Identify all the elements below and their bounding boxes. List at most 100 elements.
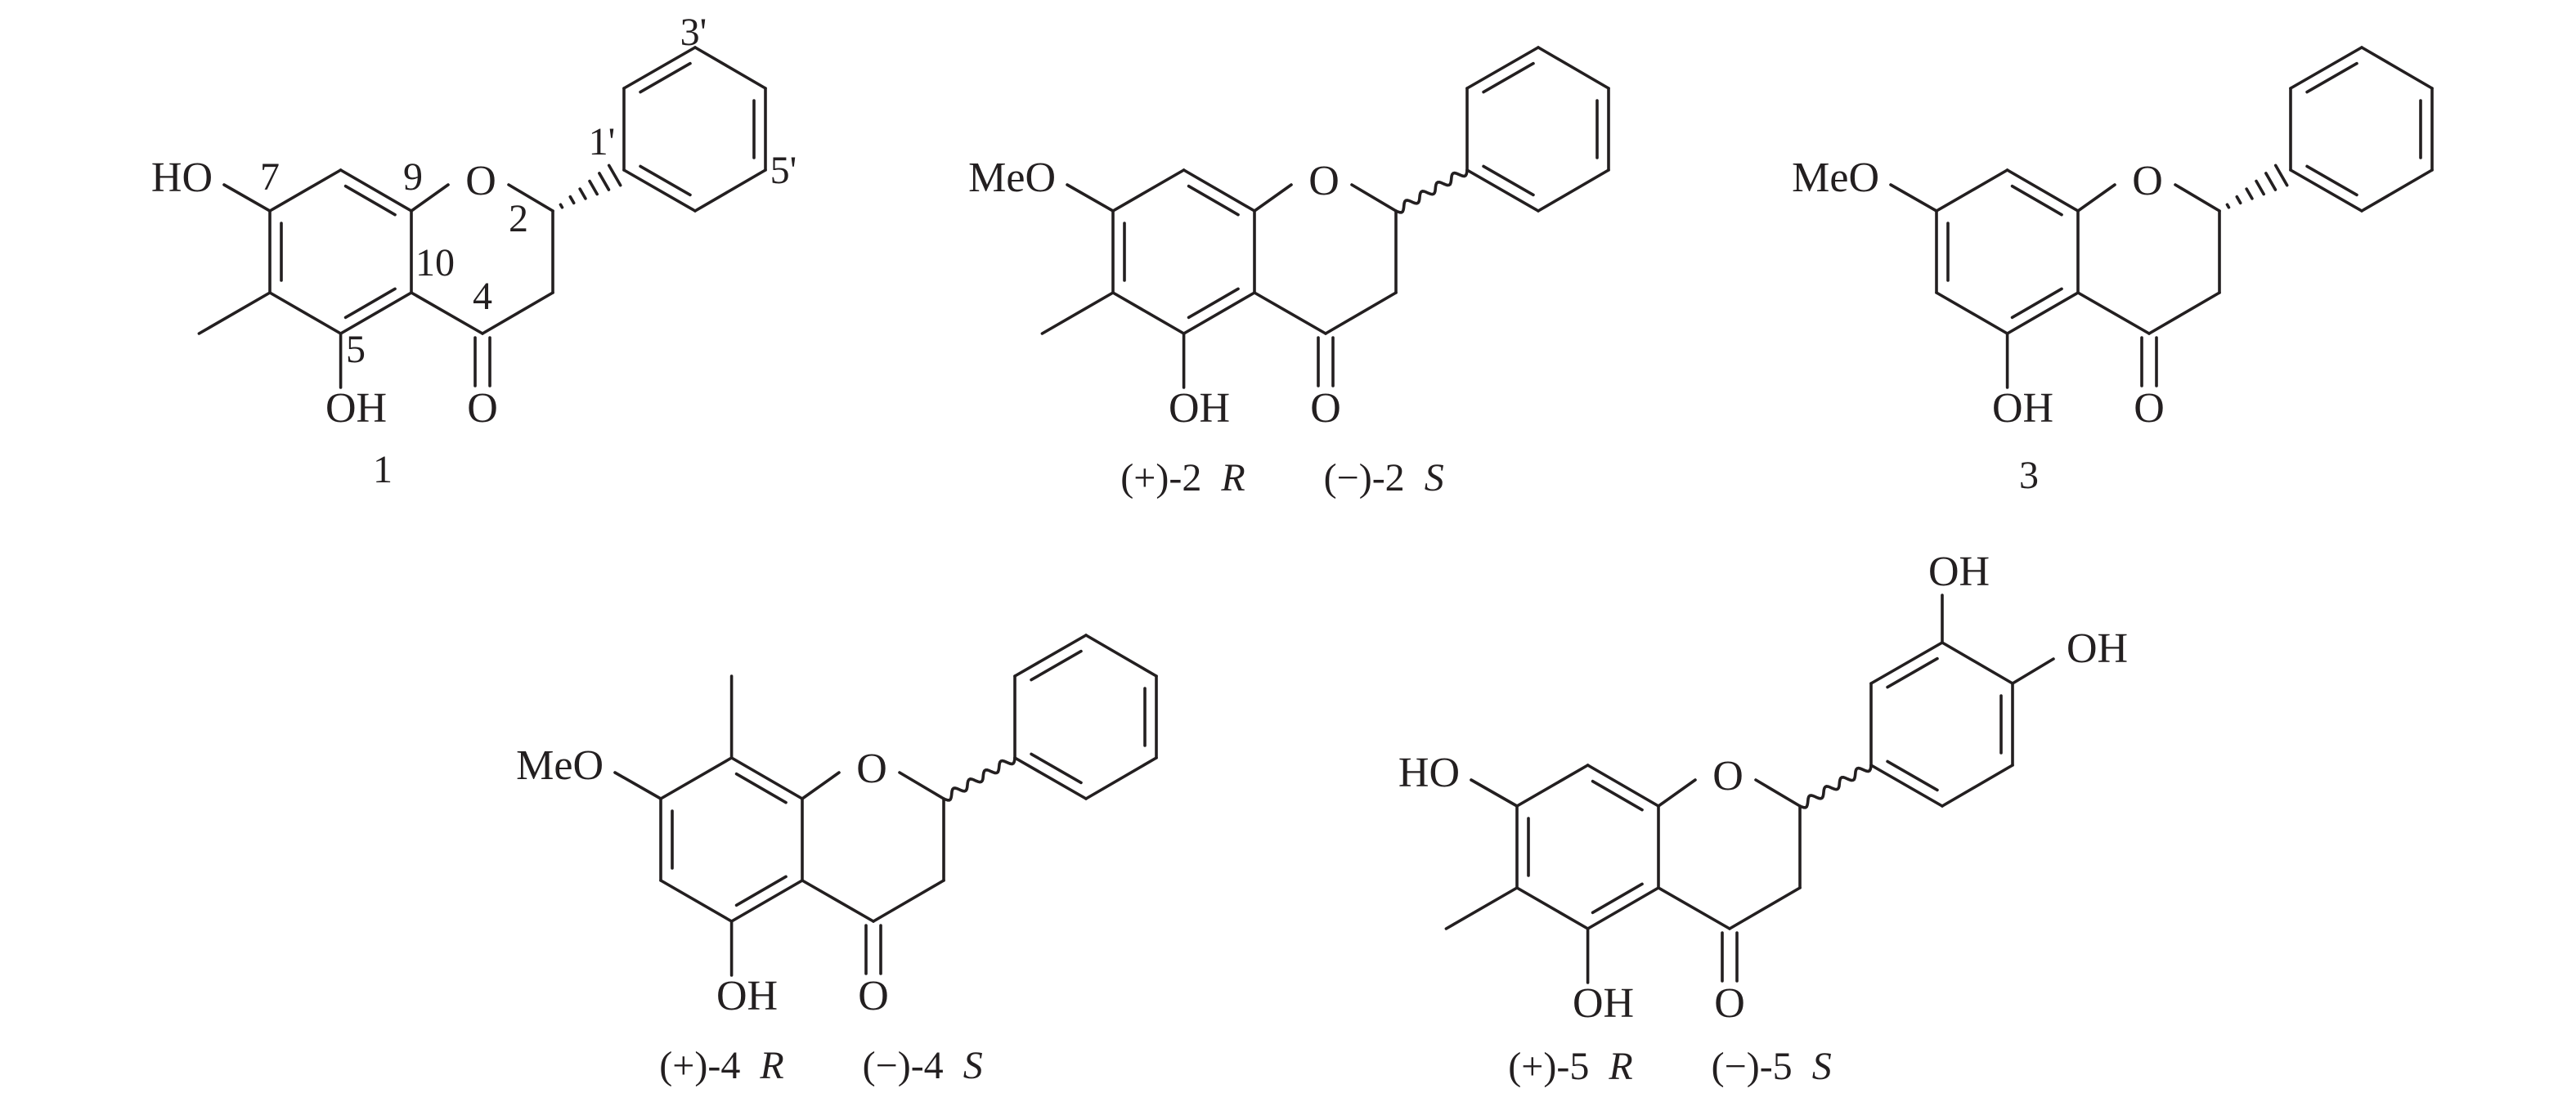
bond (1465, 46, 1540, 90)
compound-label-part: S (1405, 456, 1444, 499)
substituent-7-label: MeO (968, 155, 1056, 201)
hashed-wedge-line (2225, 203, 2231, 209)
bond (339, 291, 413, 335)
bond (693, 168, 767, 213)
hashed-wedge-line (568, 195, 576, 205)
bond (1350, 183, 1398, 213)
ring-oxygen-label: O (465, 158, 496, 204)
atom-number-10: 10 (415, 241, 455, 284)
double-bond-inner-line (639, 61, 692, 94)
bond (659, 879, 734, 923)
hydroxyl-5-label: OH (1573, 980, 1634, 1027)
bond (1728, 886, 1802, 930)
compound-label-part: 3 (2019, 454, 2039, 497)
bond (898, 771, 945, 800)
bond (2011, 657, 2055, 685)
compound-label: (+)-5 R (−)-5 S (1508, 1045, 1831, 1088)
ring-oxygen-label: O (1712, 753, 1744, 800)
bond (2076, 183, 2116, 213)
bond (410, 183, 450, 213)
atom-number-2: 2 (509, 197, 528, 240)
bond (1111, 168, 1186, 213)
ring-oxygen-label: O (856, 746, 887, 792)
substituent-7-label: MeO (1792, 155, 1879, 201)
hashed-wedge-line (578, 187, 587, 200)
bond (1111, 291, 1186, 335)
hashed-wedge-line (2264, 172, 2278, 191)
hydroxyl-5-label: OH (716, 973, 778, 1019)
atom-number-5: 5 (346, 328, 366, 371)
bond (339, 168, 413, 213)
hydroxyl-3p-label: OH (1928, 549, 1990, 595)
substituent-7-label: HO (151, 155, 213, 201)
bond (1869, 764, 1944, 808)
carbonyl-oxygen-label: O (1714, 980, 1745, 1027)
compound-label-part: (−)-5 (1633, 1045, 1793, 1088)
hydroxyl-5-label: OH (1992, 385, 2053, 432)
bond (2360, 168, 2434, 213)
bond (1465, 168, 1540, 213)
bond (1869, 641, 1944, 685)
hashed-wedge-line (2255, 179, 2265, 196)
bond (1470, 778, 1519, 808)
wavy-bond (1798, 764, 1873, 809)
atom-number-5p: 5' (770, 149, 797, 192)
bond (2005, 168, 2080, 213)
bond (729, 879, 804, 923)
bond (1941, 764, 2014, 808)
compound-label-part: (+)-4 (659, 1044, 740, 1087)
double-bond-inner-line (2010, 184, 2063, 217)
hashed-wedge-line (588, 179, 599, 196)
double-bond-inner-line (1187, 287, 1240, 320)
bond (693, 46, 767, 90)
bond (872, 879, 945, 923)
wavy-bond (1394, 168, 1469, 214)
compound-label: (+)-4 R (−)-4 S (659, 1044, 982, 1087)
bond (2174, 183, 2221, 213)
bond (622, 168, 697, 213)
hashed-wedge-line (2273, 164, 2289, 187)
bond (2289, 46, 2363, 90)
bond (659, 756, 734, 800)
bond (1537, 168, 1610, 213)
atom-number-1p: 1' (589, 120, 616, 164)
double-bond-inner-line (1886, 759, 1939, 792)
bond (268, 291, 343, 335)
hashed-wedge-line (2235, 195, 2242, 205)
bond (268, 168, 343, 213)
hydroxyl-5-label: OH (325, 385, 387, 432)
bond (481, 291, 554, 335)
double-bond-inner-line (2010, 287, 2063, 320)
bond (1324, 291, 1398, 335)
bond (410, 291, 484, 335)
methyl-6-bond (1040, 291, 1115, 335)
ring-oxygen-label: O (1308, 158, 1340, 204)
bond (2005, 291, 2080, 335)
bond (1515, 764, 1590, 808)
double-bond-inner-line (639, 164, 692, 197)
ring-oxygen-label: O (2132, 158, 2163, 204)
bond (1182, 168, 1256, 213)
compound-label-part: (+)-5 (1508, 1045, 1589, 1088)
bond (507, 183, 554, 213)
bond (1013, 756, 1088, 800)
hashed-wedge-line (598, 172, 611, 191)
double-bond-inner-line (734, 772, 788, 804)
double-bond-inner-line (1482, 61, 1535, 94)
compound-label-part: (−)-4 (784, 1044, 944, 1087)
atom-number-9: 9 (403, 155, 423, 199)
bond (729, 756, 804, 800)
compound-label-part: R (1589, 1045, 1632, 1088)
compound-label-part: (+)-2 (1120, 456, 1201, 499)
hashed-wedge-line (607, 164, 622, 187)
bond (613, 771, 662, 800)
hashed-wedge-line (559, 203, 564, 209)
methyl-6-bond (1444, 886, 1519, 930)
atom-number-7: 7 (260, 155, 280, 199)
compound-label: 1 (373, 448, 393, 491)
compound-label-part: (−)-2 (1245, 456, 1405, 499)
